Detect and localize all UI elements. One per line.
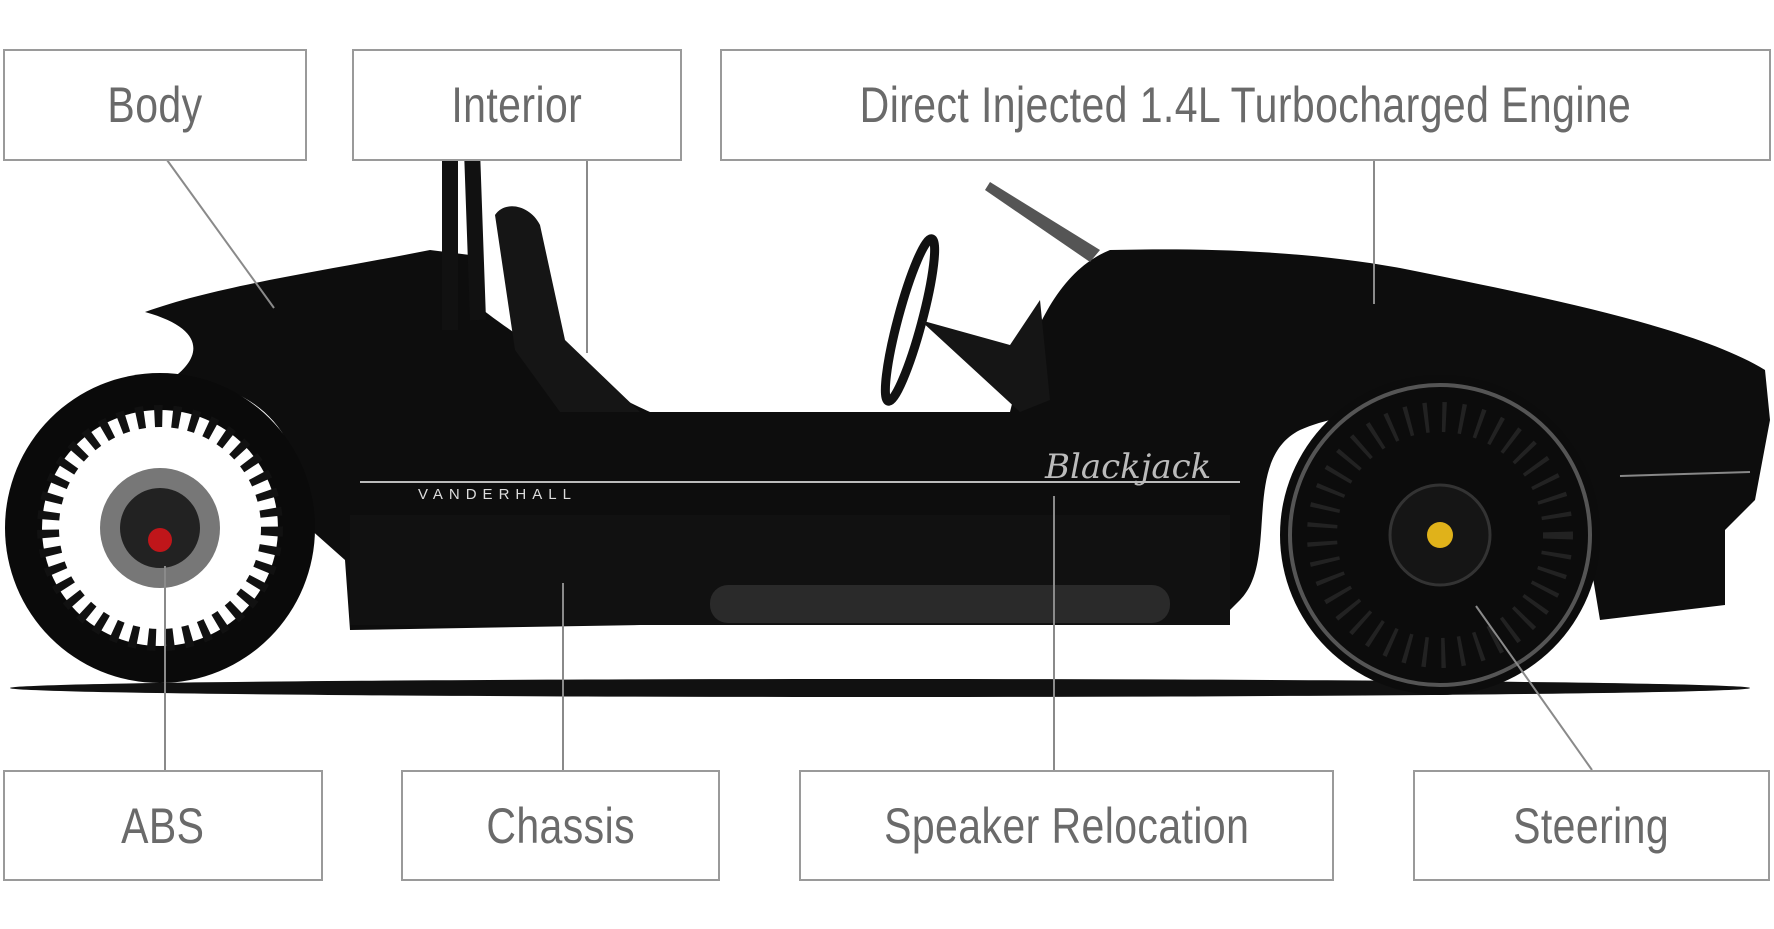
label-body-text: Body xyxy=(107,77,203,133)
label-steering-text: Steering xyxy=(1513,797,1670,854)
label-speaker-text: Speaker Relocation xyxy=(883,797,1250,854)
side-exhaust xyxy=(710,585,1170,623)
label-abs: ABS xyxy=(3,770,323,881)
leader-body xyxy=(166,159,275,309)
windscreen xyxy=(985,182,1100,262)
label-engine: Direct Injected 1.4L Turbocharged Engine xyxy=(720,49,1771,161)
leader-steering xyxy=(1475,605,1593,771)
steering-wheel xyxy=(880,234,940,406)
front-wheel xyxy=(5,373,315,683)
model-decal: Blackjack xyxy=(1044,447,1211,487)
steering-column xyxy=(920,300,1050,412)
label-chassis-text: Chassis xyxy=(486,797,635,854)
brand-decal: VANDERHALL xyxy=(418,486,577,503)
label-chassis: Chassis xyxy=(401,770,720,881)
rear-wheel xyxy=(1280,375,1600,695)
label-interior-text: Interior xyxy=(451,77,583,133)
leader-lines xyxy=(164,159,1593,771)
rear-stripe xyxy=(1619,471,1751,477)
ground-shadow xyxy=(10,679,1750,697)
label-speaker-relocation: Speaker Relocation xyxy=(799,770,1334,881)
label-interior: Interior xyxy=(352,49,682,161)
label-abs-text: ABS xyxy=(121,797,205,854)
seat xyxy=(495,206,640,412)
label-engine-text: Direct Injected 1.4L Turbocharged Engine xyxy=(859,77,1632,133)
label-steering: Steering xyxy=(1413,770,1770,881)
label-body: Body xyxy=(3,49,307,161)
